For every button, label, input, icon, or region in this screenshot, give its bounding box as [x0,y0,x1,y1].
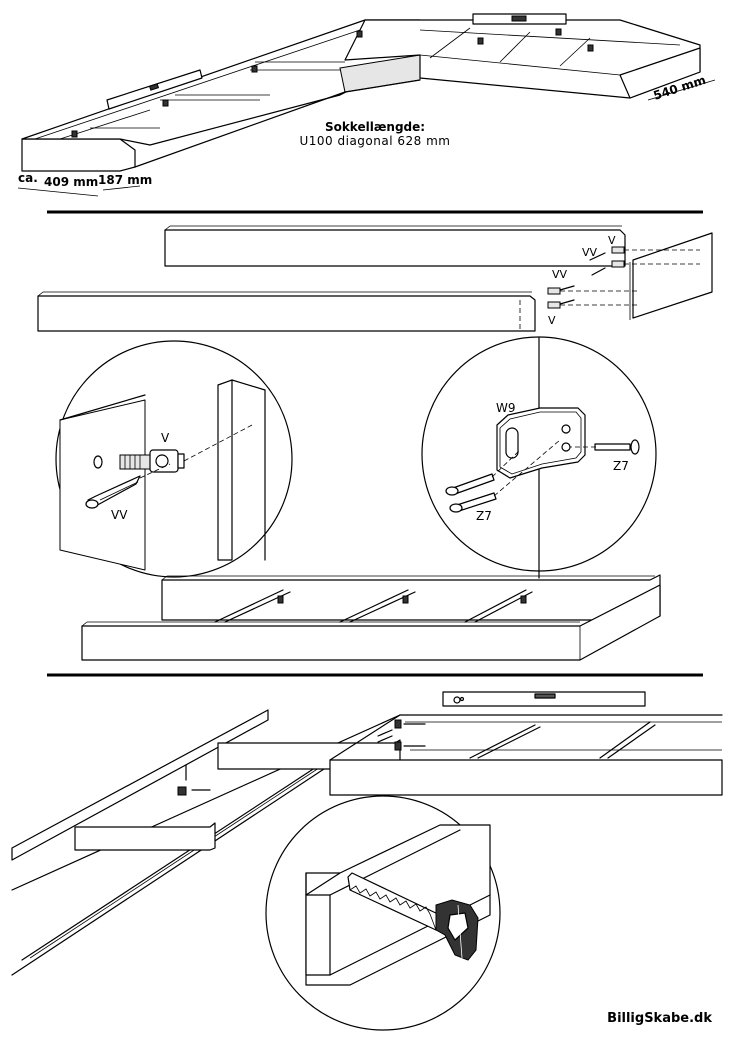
label-z7-right: Z7 [613,459,629,473]
label-v-top: V [608,234,616,247]
label-v-detail: V [161,431,170,445]
label-vv-mid: VV [552,268,568,281]
dimension-left-prefix: ca. [18,171,38,185]
corner-assembly-illustration [11,691,723,976]
assembled-frame-illustration [81,571,661,661]
label-vv-detail: VV [111,508,128,522]
plinth-length-caption: Sokkellængde: [325,120,425,134]
label-z7-left: Z7 [476,509,492,523]
plinth-overview-illustration [17,13,716,197]
board-joining-illustration [37,225,713,332]
brand-footer: BilligSkabe.dk [607,1011,712,1026]
detail-circle-bracket [421,336,657,573]
label-v-mid: V [548,314,556,327]
label-vv-top: VV [582,246,598,259]
label-w9: W9 [496,401,516,415]
saw-cutting-detail [265,795,501,1031]
detail-circle-connector [55,340,293,578]
diagonal-length-caption: U100 diagonal 628 mm [300,134,451,148]
dimension-left-409: 409 mm [44,175,98,189]
dimension-left-187: 187 mm [98,173,152,187]
